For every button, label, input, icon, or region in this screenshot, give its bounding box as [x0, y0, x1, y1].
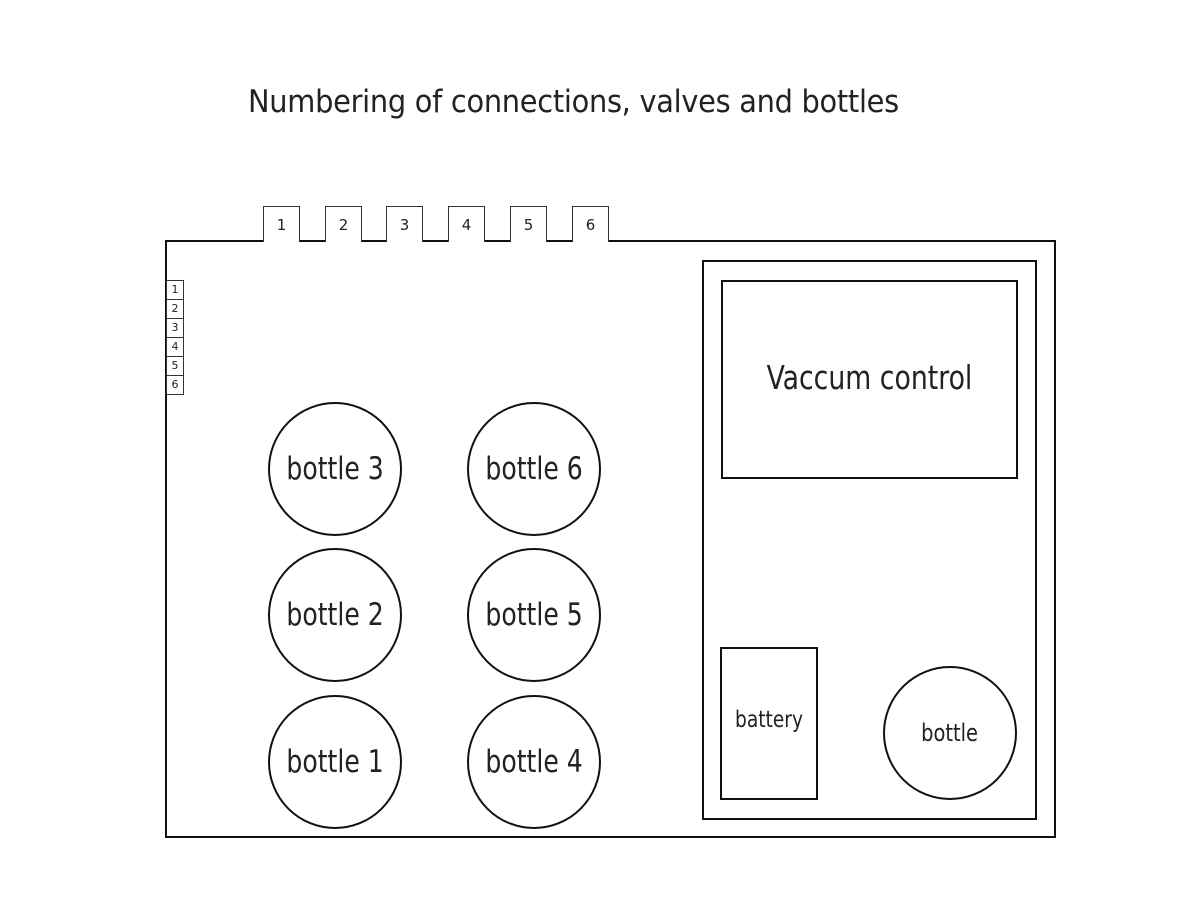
control-bottle-label: bottle: [921, 719, 979, 747]
connection-4: 4: [448, 206, 485, 242]
connection-6: 6: [572, 206, 609, 242]
connection-5: 5: [510, 206, 547, 242]
vacuum-control-box: Vaccum control: [721, 280, 1018, 479]
bottle-1-label: bottle 1: [286, 744, 384, 780]
connection-3: 3: [386, 206, 423, 242]
bottle-3-label: bottle 3: [286, 451, 384, 487]
battery-label: battery: [735, 707, 803, 733]
valve-6: 6: [166, 375, 184, 395]
bottle-2: bottle 2: [268, 548, 402, 682]
bottle-3: bottle 3: [268, 402, 402, 536]
valve-stack: 1 2 3 4 5 6: [166, 280, 184, 395]
bottle-5: bottle 5: [467, 548, 601, 682]
connection-1: 1: [263, 206, 300, 242]
bottle-4: bottle 4: [467, 695, 601, 829]
valve-2: 2: [166, 299, 184, 319]
bottle-4-label: bottle 4: [485, 744, 583, 780]
connection-2: 2: [325, 206, 362, 242]
bottle-6: bottle 6: [467, 402, 601, 536]
diagram-title: Numbering of connections, valves and bot…: [248, 84, 899, 120]
control-bottle: bottle: [883, 666, 1017, 800]
bottle-6-label: bottle 6: [485, 451, 583, 487]
bottle-5-label: bottle 5: [485, 597, 583, 633]
valve-4: 4: [166, 337, 184, 357]
valve-1: 1: [166, 280, 184, 300]
valve-5: 5: [166, 356, 184, 376]
bottle-2-label: bottle 2: [286, 597, 384, 633]
bottle-1: bottle 1: [268, 695, 402, 829]
battery-box: battery: [720, 647, 818, 800]
vacuum-control-label: Vaccum control: [766, 358, 973, 397]
valve-3: 3: [166, 318, 184, 338]
